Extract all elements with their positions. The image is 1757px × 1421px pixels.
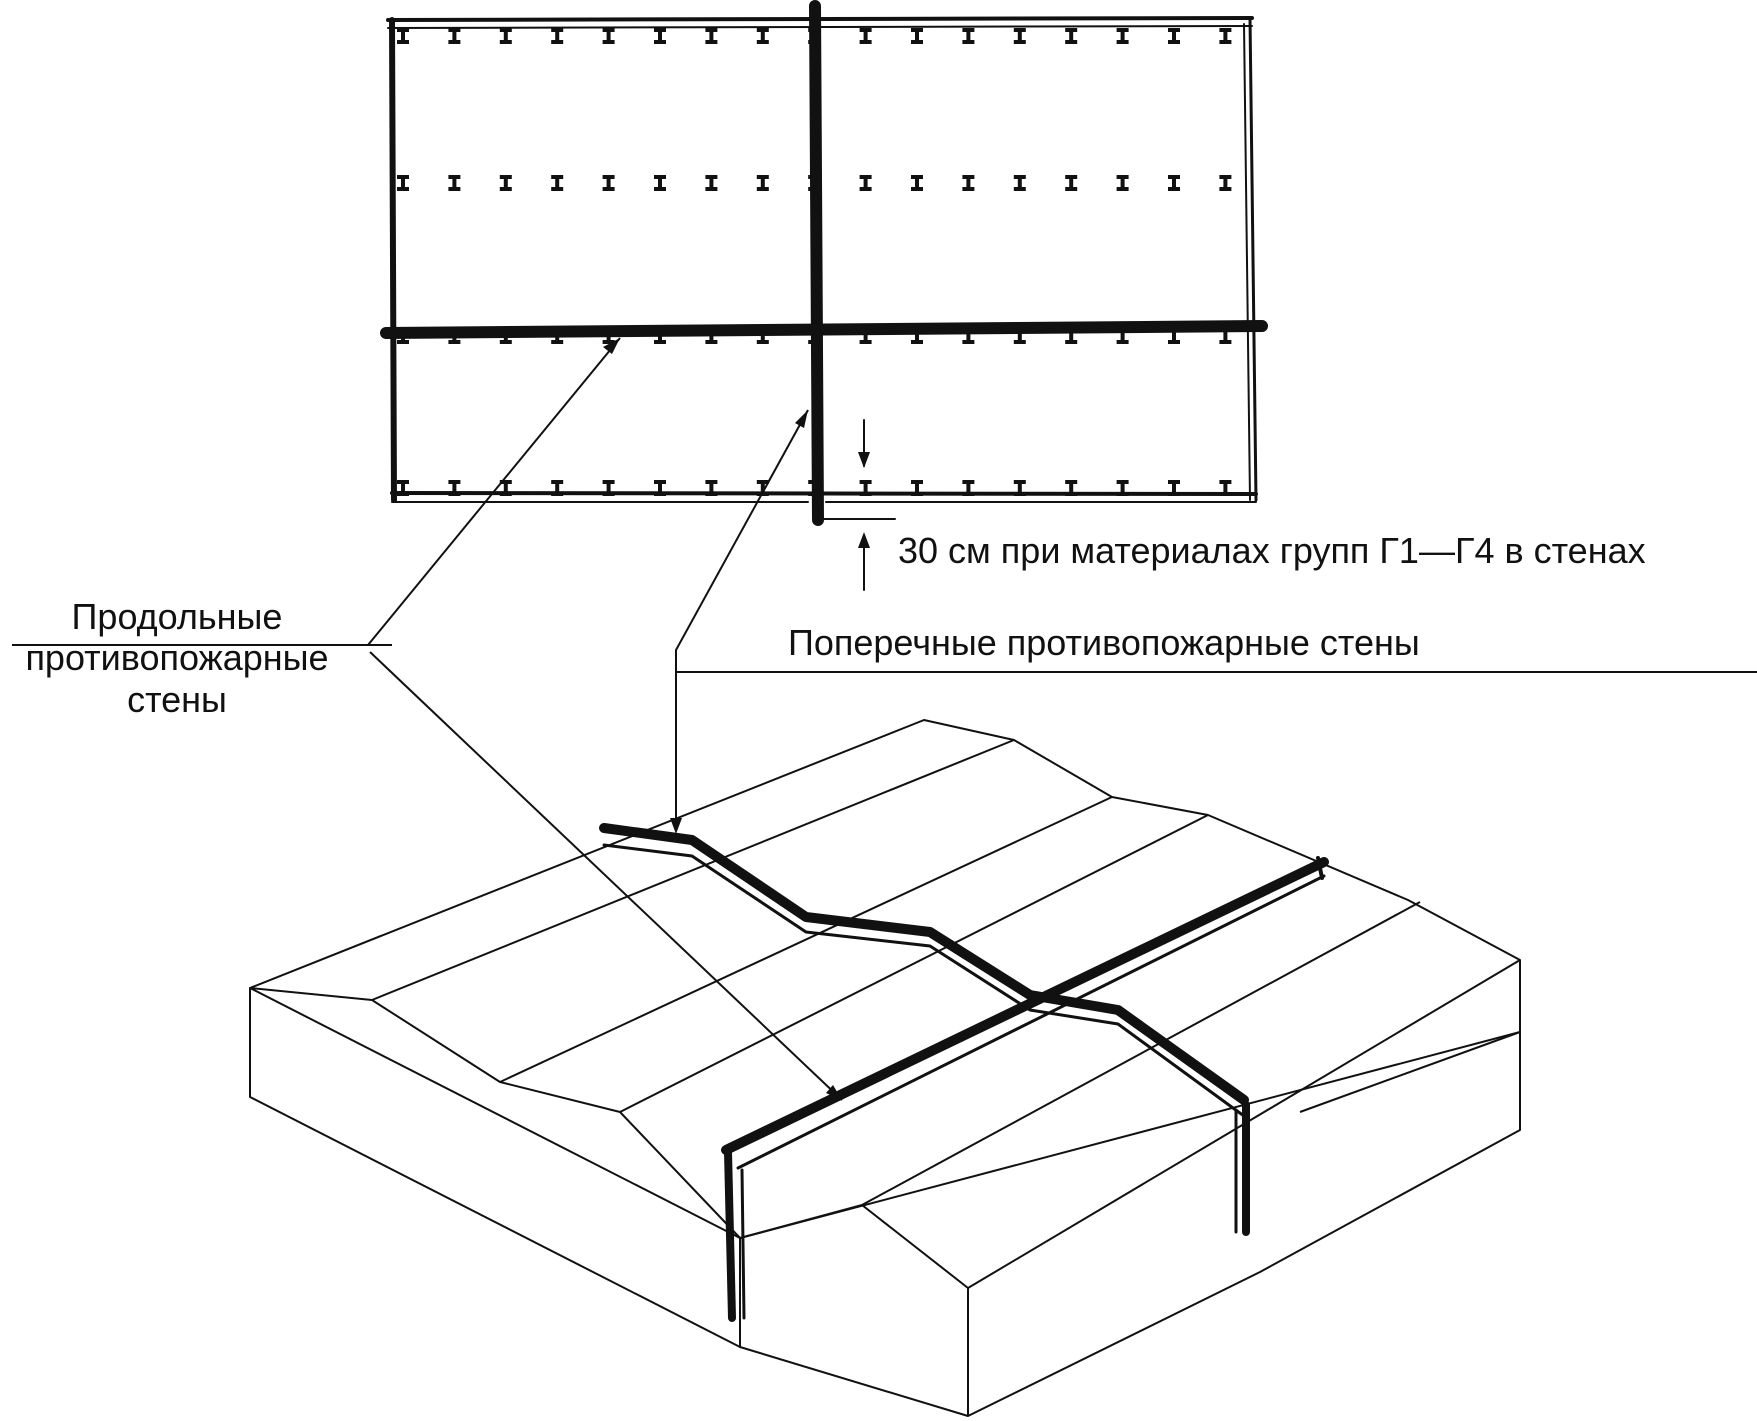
column-mark: [911, 175, 923, 191]
column-mark: [1065, 28, 1078, 44]
column-mark: [756, 175, 769, 191]
column-mark: [448, 328, 461, 344]
column-mark: [808, 328, 821, 344]
leader-lines: [12, 337, 1757, 1101]
column-mark: [705, 175, 718, 191]
leader-to-plan-longitudinal: [367, 337, 621, 646]
column-mark: [448, 175, 461, 191]
longitudinal-walls-label-line2: противопожарные: [25, 637, 329, 679]
column-mark: [859, 480, 872, 496]
column-mark: [756, 328, 769, 344]
column-mark: [1219, 28, 1232, 44]
roof-line: [371, 739, 1015, 1001]
plan-column-marks: [397, 28, 1232, 496]
column-mark: [859, 175, 872, 191]
column-mark: [962, 480, 975, 496]
column-mark: [1013, 480, 1026, 496]
column-mark: [448, 480, 461, 496]
column-mark: [705, 28, 718, 44]
column-mark: [551, 328, 564, 344]
column-mark: [397, 328, 409, 344]
column-mark: [551, 175, 564, 191]
arrowhead: [603, 338, 620, 354]
column-mark: [654, 175, 666, 191]
column-mark: [962, 175, 975, 191]
roof-line: [861, 901, 1421, 1206]
column-mark: [911, 480, 923, 496]
roof-line: [499, 796, 1113, 1083]
longitudinal-fire-wall-3d: [721, 856, 1329, 1322]
column-mark: [1116, 480, 1129, 496]
column-mark: [1219, 328, 1232, 344]
column-mark: [602, 28, 615, 44]
column-mark: [859, 28, 872, 44]
column-mark: [1168, 28, 1180, 44]
column-mark: [911, 28, 923, 44]
plan-transverse-fire-wall: [809, 0, 824, 526]
arrowhead: [795, 410, 808, 428]
column-mark: [911, 328, 923, 344]
column-mark: [705, 480, 718, 496]
longitudinal-walls-label-line3: стены: [127, 678, 227, 720]
dimension-offset-marker: [817, 419, 896, 591]
roof-line: [619, 814, 1209, 1113]
transverse-fire-wall-3d: [599, 823, 1250, 1236]
fire-walls-3d: [599, 823, 1329, 1322]
column-mark: [1065, 328, 1078, 344]
column-mark: [1168, 480, 1180, 496]
column-mark: [1219, 175, 1232, 191]
column-mark: [602, 175, 615, 191]
arrowhead: [670, 818, 682, 834]
roof-top-outline: [249, 719, 1521, 1032]
column-mark: [962, 328, 975, 344]
column-mark: [859, 328, 872, 344]
column-mark: [1168, 328, 1180, 344]
column-mark: [1013, 28, 1026, 44]
column-mark: [1116, 328, 1129, 344]
column-mark: [499, 28, 512, 44]
column-mark: [499, 328, 512, 344]
longitudinal-walls-label: Продольные противопожарные стены: [2, 596, 352, 720]
column-mark: [499, 175, 512, 191]
column-mark: [397, 480, 409, 496]
column-mark: [448, 28, 461, 44]
plan-view: [380, 0, 1268, 591]
longitudinal-walls-label-line1: Продольные: [71, 596, 283, 637]
column-mark: [962, 28, 975, 44]
column-mark: [1013, 175, 1026, 191]
column-mark: [551, 28, 564, 44]
plan-longitudinal-fire-wall: [380, 320, 1268, 339]
column-mark: [1013, 328, 1026, 344]
column-mark: [551, 480, 564, 496]
column-mark: [808, 175, 821, 191]
column-mark: [808, 480, 821, 496]
building-front-face: [249, 987, 741, 1348]
leader-to-3d-longitudinal: [369, 651, 843, 1101]
column-mark: [705, 328, 718, 344]
column-mark: [397, 175, 409, 191]
column-mark: [808, 28, 821, 44]
column-mark: [1065, 175, 1078, 191]
column-mark: [1219, 480, 1232, 496]
column-mark: [1116, 28, 1129, 44]
front-gable: [739, 1204, 969, 1416]
transverse-walls-label: Поперечные противопожарные стены: [788, 622, 1420, 663]
column-mark: [397, 28, 409, 44]
column-mark: [1168, 175, 1180, 191]
column-mark: [1116, 175, 1129, 191]
column-mark: [756, 28, 769, 44]
column-mark: [654, 328, 666, 344]
dimension-note-label: 30 см при материалах групп Г1—Г4 в стена…: [898, 530, 1646, 571]
leader-to-plan-transverse: [675, 409, 809, 676]
column-mark: [1065, 480, 1078, 496]
column-mark: [654, 480, 666, 496]
column-mark: [654, 28, 666, 44]
column-mark: [602, 480, 615, 496]
roof-line: [1299, 1031, 1521, 1113]
